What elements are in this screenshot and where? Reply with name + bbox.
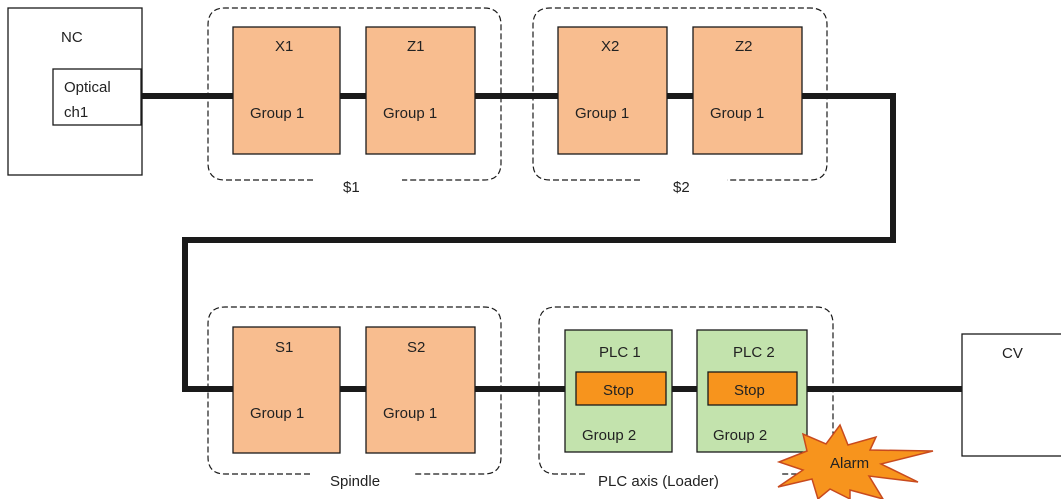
stop-label-plc1: Stop — [603, 382, 634, 399]
alarm-burst-icon — [776, 423, 934, 499]
axis-group-plc2: Group 2 — [713, 427, 767, 444]
group-label-plc: PLC axis (Loader) — [598, 473, 719, 490]
stop-badge-plc1 — [575, 371, 667, 406]
stop-badge-plc2 — [707, 371, 798, 406]
axis-name-z1: Z1 — [407, 38, 425, 55]
axis-name-plc1: PLC 1 — [599, 344, 641, 361]
nc-optical-port-label-2: ch1 — [64, 104, 88, 121]
axis-name-s1: S1 — [275, 339, 293, 356]
group-label-s2: $2 — [673, 179, 690, 196]
axis-name-plc2: PLC 2 — [733, 344, 775, 361]
axis-group-s1: Group 1 — [250, 405, 304, 422]
axis-group-x2: Group 1 — [575, 105, 629, 122]
axis-name-s2: S2 — [407, 339, 425, 356]
axis-box-plc2: PLC 2 Stop Group 2 — [696, 329, 808, 453]
axis-box-s1: S1 Group 1 — [232, 326, 341, 454]
cv-box — [961, 333, 1061, 457]
axis-name-x1: X1 — [275, 38, 293, 55]
group-frame-s1: $1 — [207, 7, 502, 196]
axis-group-plc1: Group 2 — [582, 427, 636, 444]
axis-box-x2: X2 Group 1 — [557, 26, 668, 155]
group-label-s1: $1 — [343, 179, 360, 196]
axis-box-plc1: PLC 1 Stop Group 2 — [564, 329, 673, 453]
nc-optical-port-label-1: Optical — [64, 79, 111, 96]
nc-title: NC — [61, 29, 83, 46]
axis-group-z1: Group 1 — [383, 105, 437, 122]
axis-group-x1: Group 1 — [250, 105, 304, 122]
axis-name-x2: X2 — [601, 38, 619, 55]
axis-group-z2: Group 1 — [710, 105, 764, 122]
group-frame-plc: PLC axis (Loader) — [538, 306, 834, 490]
group-label-spindle: Spindle — [330, 473, 380, 490]
stop-label-plc2: Stop — [734, 382, 765, 399]
group-frame-spindle: Spindle — [207, 306, 502, 490]
alarm-label: Alarm — [830, 455, 869, 472]
axis-box-x1: X1 Group 1 — [232, 26, 341, 155]
axis-box-z2: Z2 Group 1 — [692, 26, 803, 155]
cv-title: CV — [1002, 345, 1023, 362]
axis-name-z2: Z2 — [735, 38, 753, 55]
axis-box-z1: Z1 Group 1 — [365, 26, 476, 155]
axis-box-s2: S2 Group 1 — [365, 326, 476, 454]
group-frame-s2: $2 — [532, 7, 828, 196]
axis-group-s2: Group 1 — [383, 405, 437, 422]
nc-optical-port — [52, 68, 142, 126]
